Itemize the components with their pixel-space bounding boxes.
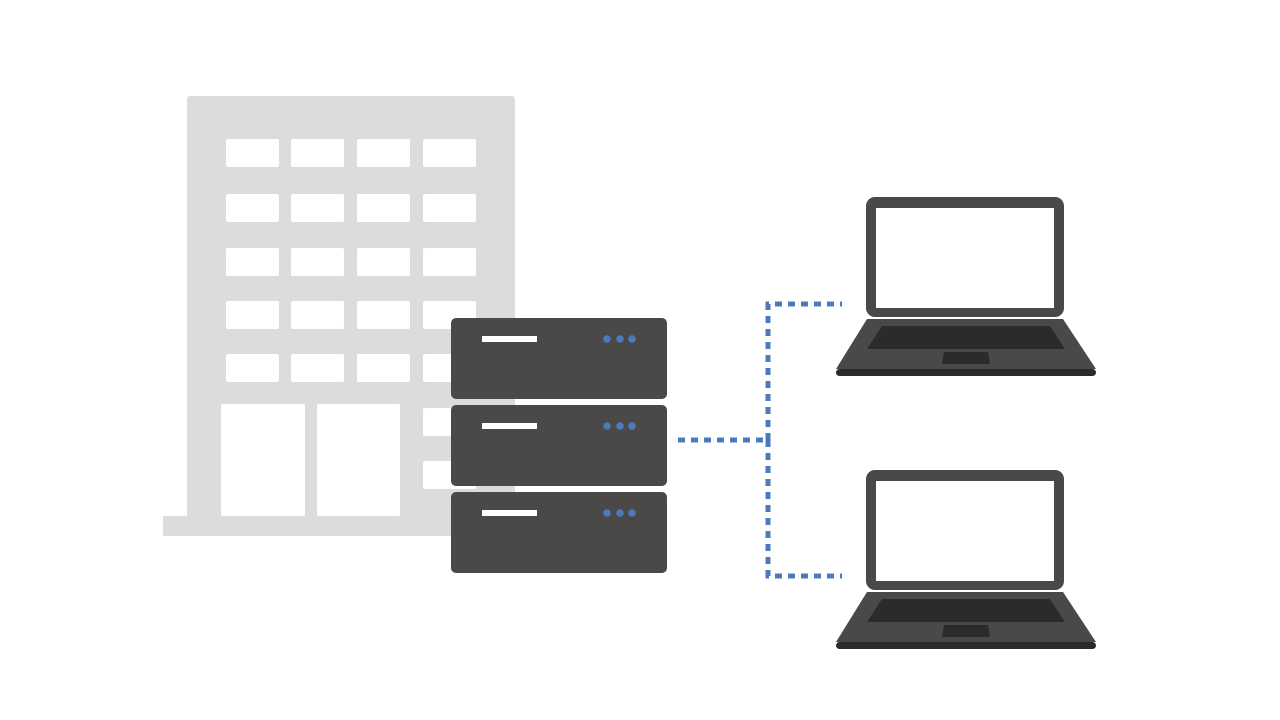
- building-window: [357, 301, 410, 329]
- laptop-base-edge: [836, 369, 1096, 376]
- building-window: [226, 139, 279, 167]
- server-unit: [451, 492, 667, 573]
- building-window: [226, 194, 279, 222]
- server-status-led: [603, 509, 611, 517]
- server-status-led: [603, 335, 611, 343]
- server-rack-icon: [451, 318, 667, 573]
- building-door: [317, 404, 400, 516]
- server-status-led: [616, 335, 624, 343]
- building-window: [291, 194, 344, 222]
- building-window: [357, 139, 410, 167]
- server-status-led: [628, 509, 636, 517]
- building-window: [357, 354, 410, 382]
- server-status-led: [603, 422, 611, 430]
- building-window: [357, 248, 410, 276]
- server-unit-body: [451, 492, 667, 573]
- building-window: [226, 354, 279, 382]
- building-window: [291, 301, 344, 329]
- building-window: [423, 194, 476, 222]
- server-unit: [451, 405, 667, 486]
- connector-to-laptop-top: [765, 301, 842, 440]
- laptop-icon: [836, 470, 1096, 649]
- building-windows: [226, 139, 476, 489]
- building-window: [357, 194, 410, 222]
- server-unit-body: [451, 405, 667, 486]
- connector-to-laptop-bottom: [765, 440, 842, 579]
- server-drive-slot: [482, 336, 537, 342]
- server-status-led: [616, 509, 624, 517]
- laptop-keyboard: [867, 326, 1065, 349]
- building-window: [423, 248, 476, 276]
- server-status-led: [628, 335, 636, 343]
- building-window: [291, 248, 344, 276]
- building-ground: [163, 516, 515, 536]
- server-drive-slot: [482, 510, 537, 516]
- building-window: [291, 139, 344, 167]
- laptop-screen: [876, 208, 1054, 308]
- server-status-led: [628, 422, 636, 430]
- building-window: [291, 354, 344, 382]
- building-icon: [163, 96, 515, 536]
- server-unit-body: [451, 318, 667, 399]
- laptop-keyboard: [867, 599, 1065, 622]
- server-drive-slot: [482, 423, 537, 429]
- laptop-screen: [876, 481, 1054, 581]
- network-connectors: [678, 301, 842, 579]
- building-window: [423, 139, 476, 167]
- building-window: [226, 301, 279, 329]
- building-doors: [221, 404, 400, 516]
- building-window: [226, 248, 279, 276]
- building-door: [221, 404, 305, 516]
- server-unit: [451, 318, 667, 399]
- laptop-touchpad: [942, 625, 990, 637]
- laptop-base-edge: [836, 642, 1096, 649]
- laptop-touchpad: [942, 352, 990, 364]
- server-status-led: [616, 422, 624, 430]
- laptop-icon: [836, 197, 1096, 376]
